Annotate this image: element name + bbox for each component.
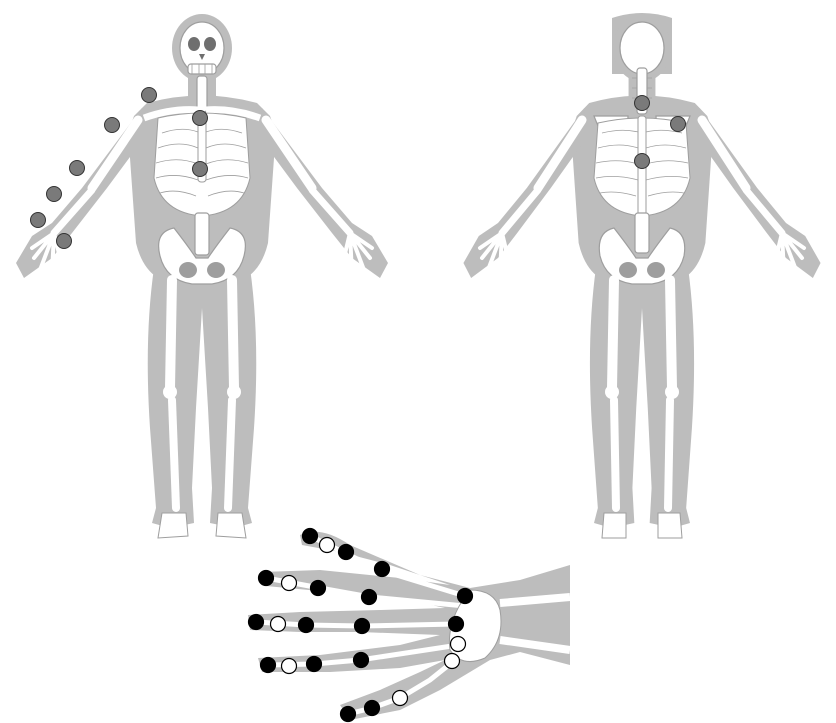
hand-skeleton	[248, 532, 570, 720]
joint-mcp-ring[interactable]	[355, 619, 370, 634]
marker-scapula[interactable]	[671, 117, 686, 132]
joint-mid-little[interactable]	[307, 657, 322, 672]
joint-ip-thumb[interactable]	[341, 707, 356, 722]
joint-pip-little[interactable]	[282, 659, 297, 674]
joint-cmc-little[interactable]	[445, 654, 460, 669]
marker-forearm[interactable]	[47, 187, 62, 202]
joint-dip-middle[interactable]	[259, 571, 274, 586]
joint-mcp-middle[interactable]	[362, 590, 377, 605]
joint-pip-middle[interactable]	[282, 576, 297, 591]
marker-upper-arm[interactable]	[105, 118, 120, 133]
joint-dip-little[interactable]	[261, 658, 276, 673]
joint-dip-index[interactable]	[303, 529, 318, 544]
anterior-skeleton	[16, 14, 388, 538]
marker-sternum[interactable]	[193, 162, 208, 177]
marker-wrist-ulnar[interactable]	[57, 234, 72, 249]
joint-cmc-ring[interactable]	[449, 617, 464, 632]
joint-pip-index[interactable]	[320, 538, 335, 553]
marker-wrist-radial[interactable]	[31, 213, 46, 228]
joint-mcp-index[interactable]	[375, 562, 390, 577]
marker-shoulder-right[interactable]	[142, 88, 157, 103]
marker-sternoclavicular[interactable]	[193, 111, 208, 126]
marker-thoracic[interactable]	[635, 154, 650, 169]
joint-mcp-thumb[interactable]	[393, 691, 408, 706]
marker-cervical[interactable]	[635, 96, 650, 111]
posterior-skeleton	[463, 13, 820, 538]
joint-cmc-middle[interactable]	[458, 589, 473, 604]
joint-mid-middle[interactable]	[311, 581, 326, 596]
joint-pip-ring[interactable]	[271, 617, 286, 632]
joint-mcp-little[interactable]	[354, 653, 369, 668]
joint-mid-ring[interactable]	[299, 618, 314, 633]
joint-mid-index[interactable]	[339, 545, 354, 560]
marker-elbow[interactable]	[70, 161, 85, 176]
joint-carpal[interactable]	[451, 637, 466, 652]
joint-dip-ring[interactable]	[249, 615, 264, 630]
joint-mid-thumb[interactable]	[365, 701, 380, 716]
